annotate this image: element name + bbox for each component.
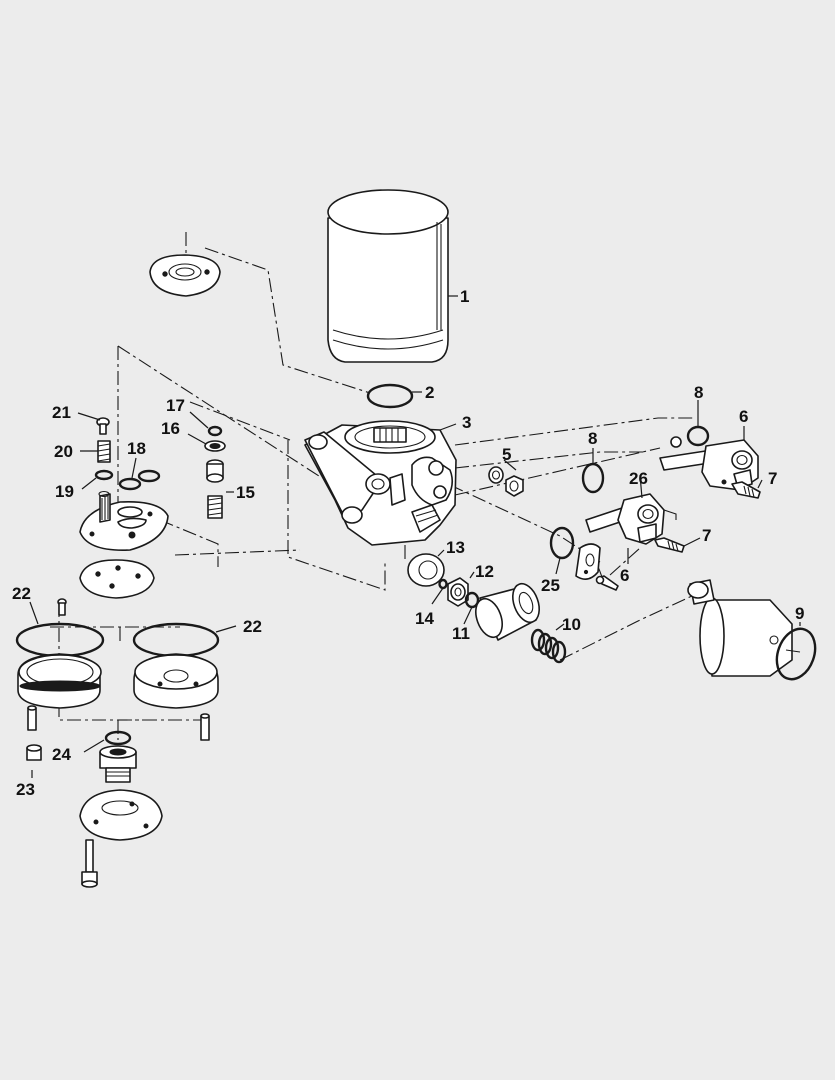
screw-7-upper [731,481,761,499]
callout-18: 18 [127,439,146,458]
purge-valve-9 [687,579,817,681]
filter-element [475,582,540,641]
fitting-5 [488,466,524,497]
screw-21 [96,417,110,435]
callouts: 1 2 3 5 8 6 7 8 26 7 6 25 13 12 14 11 10… [12,287,804,799]
gasket-13 [407,553,445,587]
callout-6-lower: 6 [620,566,629,585]
valve-seat-16 [204,440,226,452]
o-ring-18b [137,469,161,483]
fitting-nut [99,745,137,783]
o-ring-25 [549,526,575,560]
bolt-long [81,839,98,888]
callout-1: 1 [460,287,469,306]
callout-6-upper: 6 [739,407,748,426]
callout-8-upper: 8 [694,383,703,402]
callout-20: 20 [54,442,73,461]
small-washer [670,436,682,448]
spring-10 [530,628,567,664]
o-ring-17 [207,425,223,437]
o-ring-19 [94,469,114,481]
callout-8-lower: 8 [588,429,597,448]
heater-assembly-lower [585,493,677,545]
dryer-housing [304,420,457,546]
callout-22-left: 22 [12,584,31,603]
bushing-23 [26,744,42,761]
callout-9: 9 [795,604,804,623]
callout-12: 12 [475,562,494,581]
callout-26: 26 [629,469,648,488]
callout-11: 11 [452,624,470,643]
top-cover-plate [149,254,221,297]
ring-assembly-left [15,622,105,709]
callout-21: 21 [52,403,71,422]
spring-20 [97,440,111,463]
diaphragm [79,559,155,599]
o-ring-24 [104,730,132,746]
callout-13: 13 [446,538,465,557]
spring-15 [207,495,223,519]
small-ring-14 [438,578,448,590]
o-ring-8-lower [581,462,605,494]
ring-assembly-right [132,622,220,709]
callout-7-upper: 7 [768,469,777,488]
governor-plate [79,490,169,551]
o-ring-18a [118,477,142,491]
callout-5: 5 [502,445,511,464]
callout-19: 19 [55,482,74,501]
callout-14: 14 [415,609,434,628]
callout-10: 10 [562,615,581,634]
callout-16: 16 [161,419,180,438]
callout-17: 17 [166,396,185,415]
callout-24: 24 [52,745,71,764]
callout-3: 3 [462,413,471,432]
small-screw [595,575,619,591]
callout-23: 23 [16,780,35,799]
o-ring-2 [366,383,414,409]
callout-7-lower: 7 [702,526,711,545]
callout-25: 25 [541,576,560,595]
desiccant-cartridge [327,189,449,363]
valve-12 [447,577,469,607]
bolt-small [57,598,67,616]
callout-2: 2 [425,383,434,402]
gasket-plate [575,543,601,580]
pin-right [200,713,210,741]
callout-22-right: 22 [243,617,262,636]
leader-lines [29,295,801,778]
pin-left [27,705,37,731]
callout-15: 15 [236,483,255,502]
base-plate [79,789,163,841]
screw-7-lower [654,537,685,553]
o-ring-8-upper [686,425,710,447]
piston [206,459,224,483]
